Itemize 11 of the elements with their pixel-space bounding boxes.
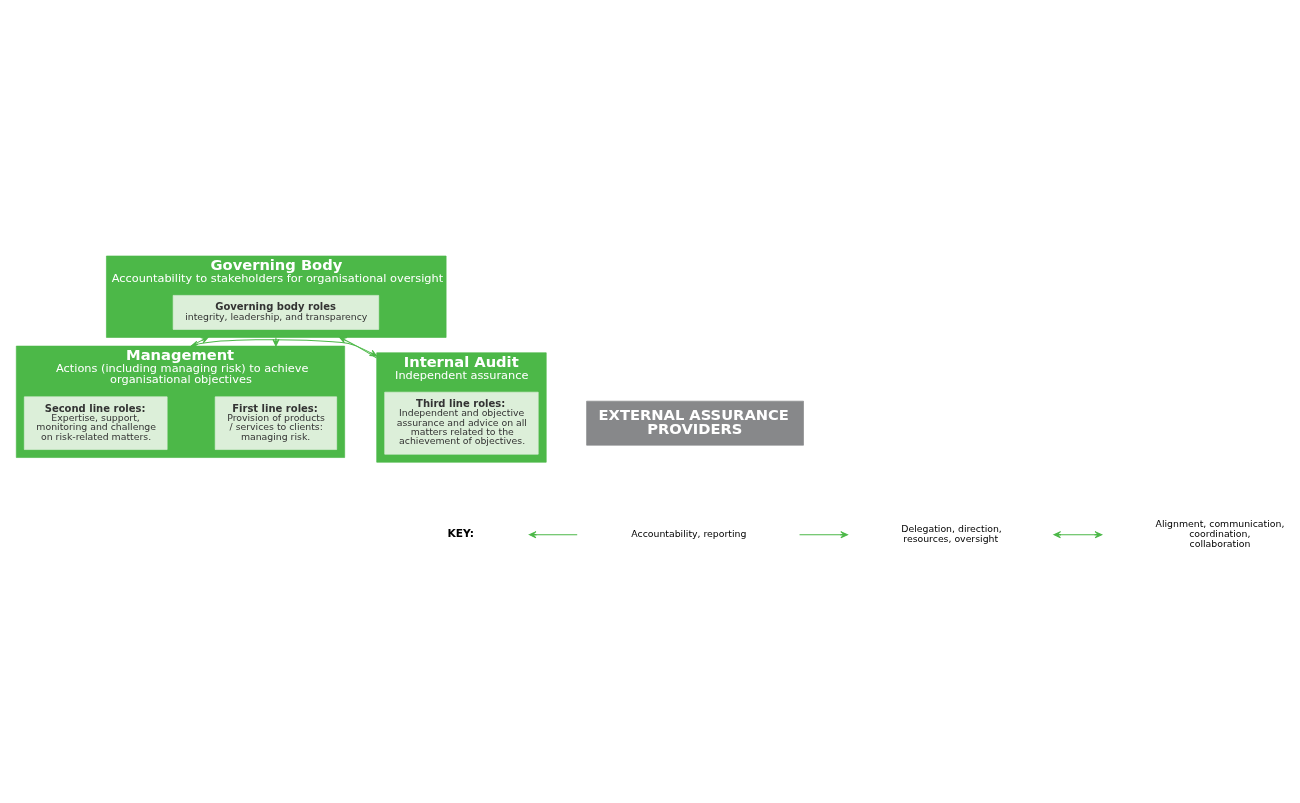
legend-label: Delegation, direction, resources, oversight [901, 523, 1002, 545]
arrow [339, 336, 378, 359]
label: KEY: [447, 526, 475, 540]
node-box: First line roles: Provision of products / services to clients: managing risk. [214, 396, 337, 450]
node-box: Governing body roles integrity, leadership, and transparency [172, 295, 380, 330]
node-box: Second line roles: Expertise, support, monitoring and challenge on risk-related matters. [24, 396, 168, 450]
legend-label: Alignment, communication, coordination, collaboration [1155, 518, 1285, 550]
node-box: Third line roles: Independent and objective assurance and advice on all matters related to the achievement of objectives. [384, 391, 539, 455]
legend-label: Accountability, reporting [631, 528, 747, 540]
node-box: EXTERNAL ASSURANCE PROVIDERS [586, 400, 804, 446]
arrow [272, 336, 280, 347]
